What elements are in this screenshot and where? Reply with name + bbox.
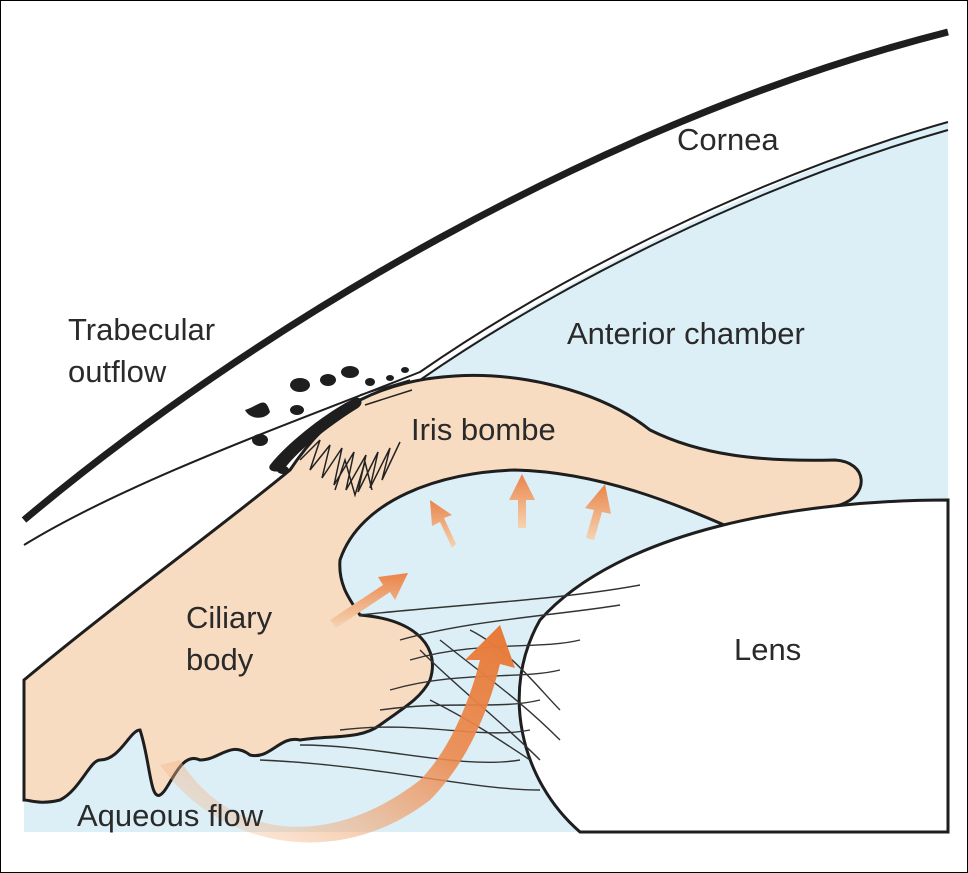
label-body: body [186, 642, 254, 677]
label-outflow: outflow [68, 354, 167, 389]
label-ciliary: Ciliary [186, 600, 273, 635]
label-trabecular: Trabecular [68, 312, 215, 347]
label-lens: Lens [734, 632, 801, 667]
label-anterior-chamber: Anterior chamber [567, 316, 805, 351]
label-aqueous-flow: Aqueous flow [77, 798, 264, 833]
label-cornea: Cornea [677, 122, 779, 157]
label-iris-bombe: Iris bombe [411, 412, 556, 447]
